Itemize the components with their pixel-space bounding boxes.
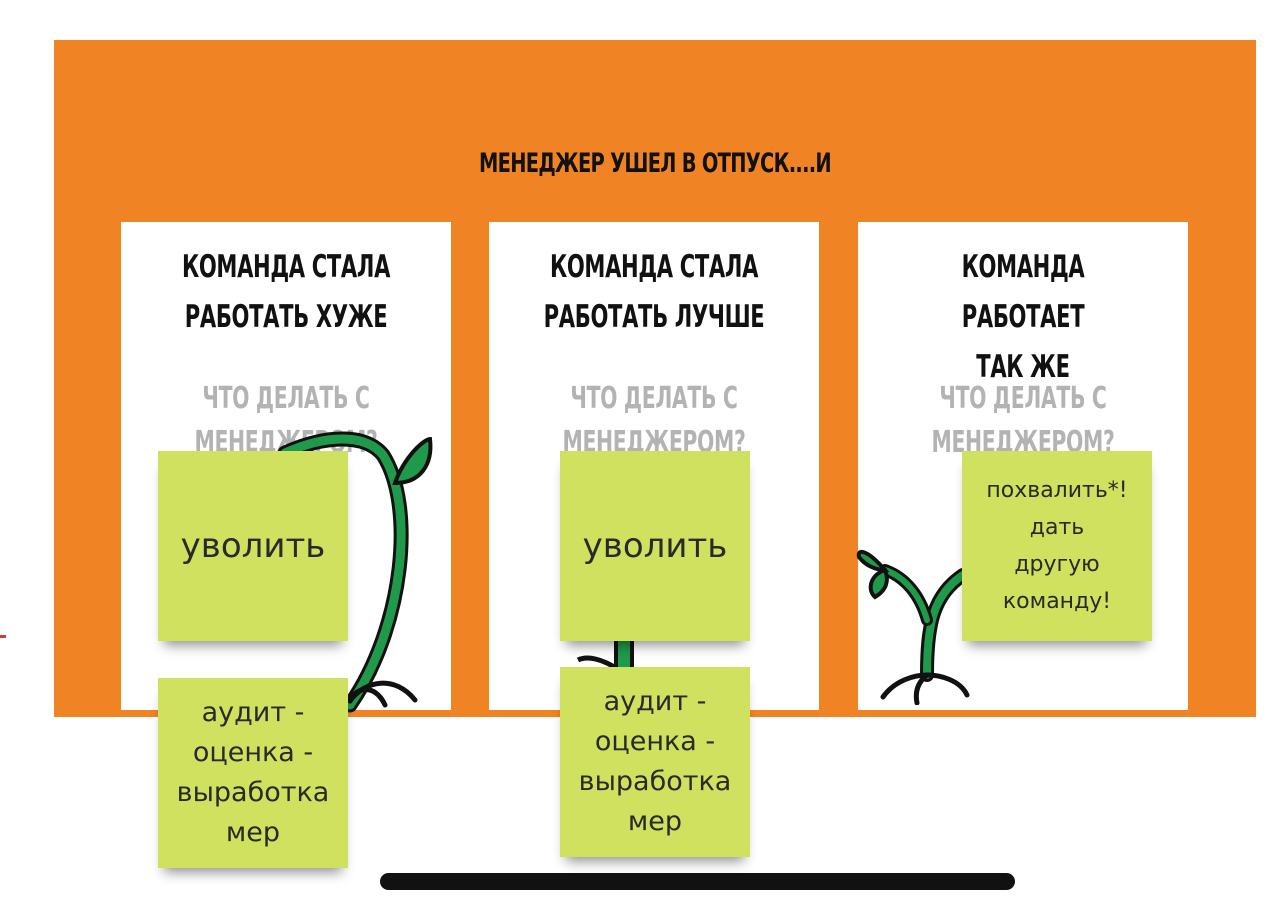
sticky-note-audit-2[interactable]: аудит - оценка - выработка мер — [560, 667, 750, 857]
sticky-note-praise[interactable]: похвалить*! дать другую команду! — [962, 451, 1152, 641]
card-title: КОМАНДА СТАЛА РАБОТАТЬ ХУЖЕ — [181, 249, 391, 335]
note-text: похвалить*! дать другую команду! — [986, 478, 1128, 614]
sticky-note-fire-1[interactable]: уволить — [158, 451, 348, 641]
horizontal-scrollbar[interactable] — [380, 873, 1015, 890]
edge-marker — [0, 635, 6, 638]
note-text: аудит - оценка - выработка мер — [176, 697, 330, 848]
note-text: уволить — [180, 526, 326, 566]
note-text: уволить — [582, 526, 728, 566]
sprout-small-icon — [856, 549, 970, 705]
card-title: КОМАНДА СТАЛА РАБОТАТЬ ЛУЧШЕ — [543, 249, 765, 335]
sticky-note-audit-1[interactable]: аудит - оценка - выработка мер — [158, 678, 348, 868]
board-title: МЕНЕДЖЕР УШЕЛ В ОТПУСК....И — [479, 148, 832, 179]
note-text: аудит - оценка - выработка мер — [578, 686, 732, 837]
card-title: КОМАНДА РАБОТАЕТ ТАК ЖЕ — [961, 249, 1085, 385]
sticky-note-fire-2[interactable]: уволить — [560, 451, 750, 641]
